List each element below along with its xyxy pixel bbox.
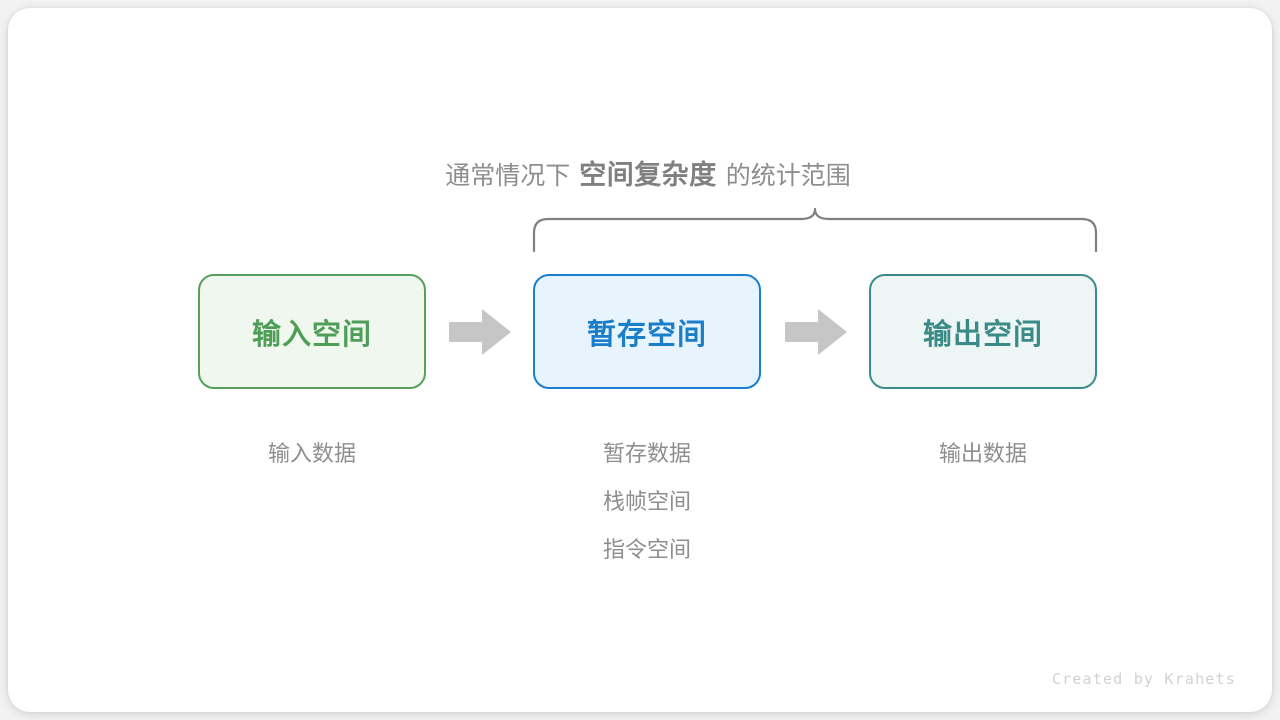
box-output-space-label: 输出空间	[922, 318, 1043, 351]
label-temp-data: 暂存数据	[602, 441, 691, 466]
credit-text: Created by Krahets	[1051, 670, 1236, 688]
box-input-space[interactable]: 输入空间	[198, 274, 426, 389]
diagram-card: 通常情况下空间复杂度的统计范围 输入空间 暂存空间 输出空间 输入数据 暂存数据	[8, 8, 1272, 712]
curly-brace-icon	[532, 207, 1098, 253]
box-temp-space-label: 暂存空间	[586, 318, 707, 351]
caption-suffix: 的统计范围	[725, 162, 851, 190]
label-input-data: 输入数据	[267, 441, 356, 466]
arrow-input-to-temp-icon	[449, 309, 511, 355]
box-input-space-label: 输入空间	[251, 318, 372, 351]
label-output-data: 输出数据	[938, 441, 1027, 466]
arrow-temp-to-output-icon	[785, 309, 847, 355]
label-stack-frame-space: 栈帧空间	[602, 489, 691, 514]
brace-caption: 通常情况下空间复杂度的统计范围	[8, 158, 1280, 193]
caption-prefix: 通常情况下	[445, 162, 571, 190]
box-output-space[interactable]: 输出空间	[869, 274, 1097, 389]
labels-output-space: 输出数据	[869, 430, 1097, 478]
box-temp-space[interactable]: 暂存空间	[533, 274, 761, 389]
label-instruction-space: 指令空间	[602, 537, 691, 562]
labels-temp-space: 暂存数据 栈帧空间 指令空间	[533, 430, 761, 574]
labels-input-space: 输入数据	[198, 430, 426, 478]
caption-emphasis: 空间复杂度	[579, 160, 717, 190]
